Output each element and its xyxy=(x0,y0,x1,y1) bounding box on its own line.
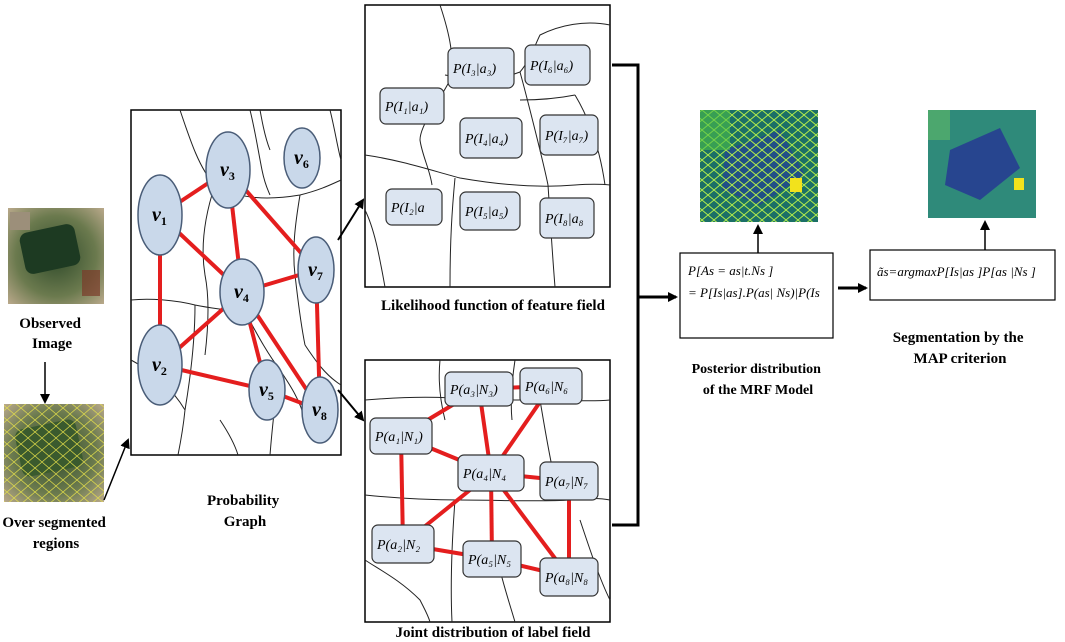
likelihood-box-1: P(I₁|a₁) xyxy=(379,87,445,125)
observed-caption: Observed Image xyxy=(19,316,84,352)
over-segmented-image xyxy=(4,404,104,502)
graph-node-v1: v1 xyxy=(137,174,183,256)
likelihood-box-3: P(I₃|a₃) xyxy=(447,47,515,89)
arrow-graph-to-likelihood xyxy=(337,198,365,241)
joint-box-6: P(a₆|N₆ xyxy=(519,367,583,405)
joint-box-2: P(a₂|N₂ xyxy=(371,524,435,564)
likelihood-box-label: P(I₄|a₄) xyxy=(464,132,508,147)
joint-box-5: P(a₅|N₅ xyxy=(462,540,522,578)
graph-node-v5: v5 xyxy=(248,359,286,421)
joint-box-1: P(a₁|N₁) xyxy=(369,417,433,455)
likelihood-box-6: P(I₆|a₆) xyxy=(524,44,591,86)
likelihood-panel: P(I₁|a₁) P(I₂|a P(I₃|a₃) P(I₄|a₄) P(I₅|a₅) P(… xyxy=(364,4,611,288)
joint-box-label: P(a₅|N₅ xyxy=(467,553,511,568)
posterior-formula: P[As = as|t.Ns ] = P[Is|as].P(as| Ns)|P(… xyxy=(687,263,820,300)
likelihood-box-8: P(I₈|a₈ xyxy=(539,197,595,239)
joint-caption: Joint distribution of label field xyxy=(395,625,591,641)
likelihood-box-label: P(I₃|a₃) xyxy=(452,62,496,77)
likelihood-box-2: P(I₂|a xyxy=(385,188,443,226)
likelihood-box-4: P(I₄|a₄) xyxy=(459,117,523,159)
likelihood-box-label: P(I₁|a₁) xyxy=(384,100,428,115)
joint-box-label: P(a₄|N₄ xyxy=(462,467,506,482)
joint-box-label: P(a₂|N₂ xyxy=(376,538,420,553)
probability-graph-caption: Probability Graph xyxy=(207,493,283,530)
joint-box-label: P(a₁|N₁) xyxy=(374,430,423,445)
joint-box-4: P(a₄|N₄ xyxy=(457,454,525,492)
graph-node-v2: v2 xyxy=(137,324,183,406)
observed-image xyxy=(8,208,104,304)
likelihood-box-label: P(I₆|a₆) xyxy=(529,59,573,74)
joint-box-label: P(a₃|N₃) xyxy=(449,383,498,398)
over-segmented-caption: Over segmented regions xyxy=(2,515,109,552)
joint-box-label: P(a₇|N₇ xyxy=(544,475,588,490)
joint-box-label: P(a₆|N₆ xyxy=(524,380,568,395)
segmentation-result-image xyxy=(928,110,1036,218)
posterior-image xyxy=(700,110,818,222)
joint-box-7: P(a₇|N₇ xyxy=(539,461,599,501)
probability-graph-panel: v1 v2 v3 v4 v5 v6 v7 v8 xyxy=(130,109,342,456)
segmentation-caption: Segmentation by the MAP criterion xyxy=(893,330,1028,367)
graph-node-v7: v7 xyxy=(297,236,335,304)
likelihood-box-label: P(I₈|a₈ xyxy=(544,212,584,227)
graph-node-v6: v6 xyxy=(283,127,321,189)
merge-bracket xyxy=(612,63,668,527)
likelihood-box-5: P(I₅|a₅) xyxy=(459,191,521,231)
joint-panel: P(a₁|N₁) P(a₂|N₂ P(a₃|N₃) P(a₄|N₄ P(a₅|N₅ P(a… xyxy=(364,359,611,623)
graph-node-v3: v3 xyxy=(205,131,251,209)
likelihood-boxes: P(I₁|a₁) P(I₂|a P(I₃|a₃) P(I₄|a₄) P(I₅|a₅) P(… xyxy=(379,44,599,239)
arrow-segmented-to-graph xyxy=(103,438,130,501)
likelihood-box-7: P(I₇|a₇) xyxy=(539,114,599,156)
likelihood-box-label: P(I₂|a xyxy=(390,201,425,216)
arrow-graph-to-joint xyxy=(337,389,365,422)
likelihood-box-label: P(I₇|a₇) xyxy=(544,129,588,144)
joint-box-8: P(a₈|N₈ xyxy=(539,557,599,597)
graph-nodes: v1 v2 v3 v4 v5 v6 v7 v8 xyxy=(137,127,339,444)
joint-box-3: P(a₃|N₃) xyxy=(444,371,514,407)
joint-boxes: P(a₁|N₁) P(a₂|N₂ P(a₃|N₃) P(a₄|N₄ P(a₅|N₅ P(a… xyxy=(369,367,599,597)
likelihood-box-label: P(I₅|a₅) xyxy=(464,205,508,220)
posterior-caption: Posterior distribution of the MRF Model xyxy=(692,362,825,398)
map-formula-box xyxy=(869,249,1056,301)
joint-box-label: P(a₈|N₈ xyxy=(544,571,588,586)
likelihood-caption: Likelihood function of feature field xyxy=(381,298,606,314)
map-formula: ãs=argmaxP[Is|as ]P[as |Ns ] xyxy=(877,264,1036,279)
graph-node-v8: v8 xyxy=(301,376,339,444)
posterior-formula-box xyxy=(679,252,834,339)
graph-node-v4: v4 xyxy=(219,258,265,326)
